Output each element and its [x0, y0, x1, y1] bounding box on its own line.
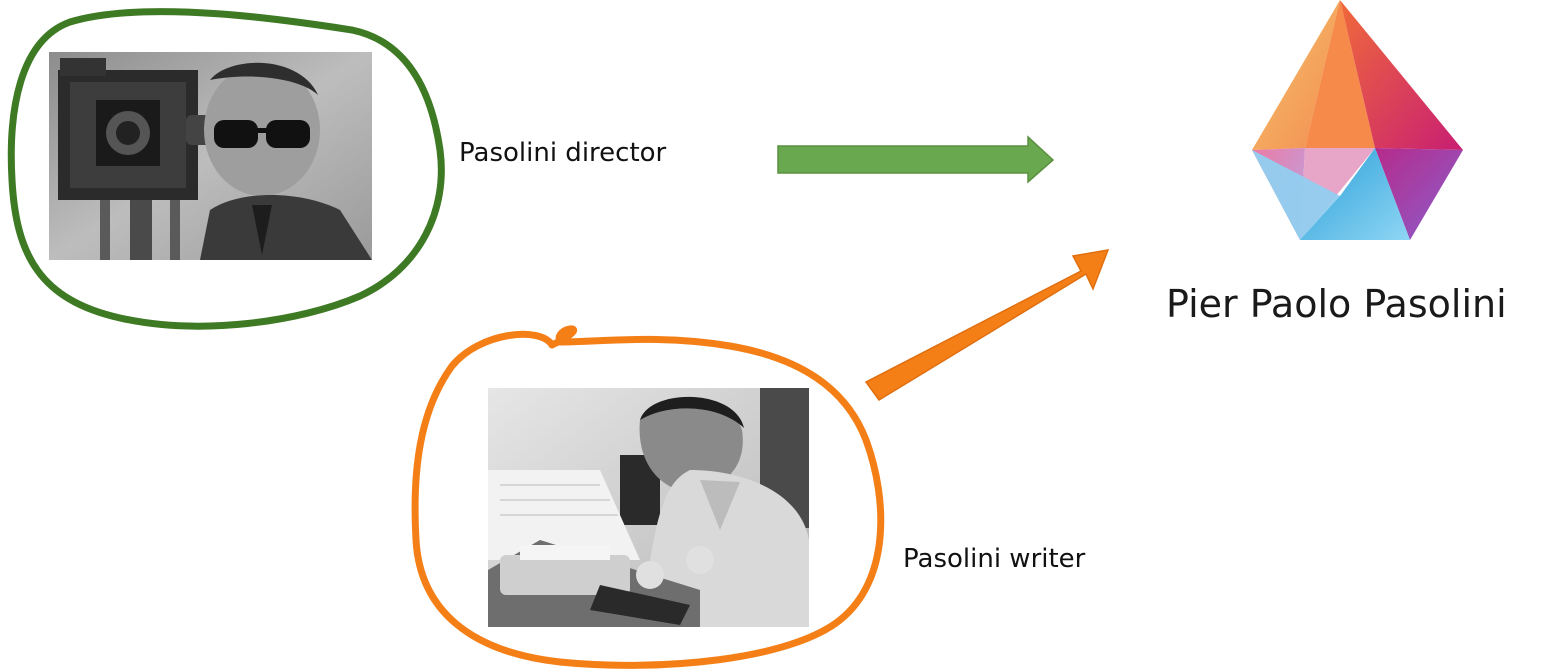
gradient-gem-icon: [1252, 0, 1463, 240]
director-label: Pasolini director: [459, 138, 667, 168]
writer-photo: [488, 388, 809, 627]
writer-outline: [411, 325, 885, 669]
director-to-pasolini-arrow: [777, 135, 1055, 184]
writer-to-pasolini-arrow: [864, 249, 1110, 402]
director-node: [7, 8, 445, 330]
director-photo: [49, 52, 372, 260]
writer-label: Pasolini writer: [903, 544, 1086, 574]
director-outline: [7, 8, 445, 330]
writer-node: [411, 325, 885, 669]
entity-title: Pier Paolo Pasolini: [1166, 282, 1507, 326]
